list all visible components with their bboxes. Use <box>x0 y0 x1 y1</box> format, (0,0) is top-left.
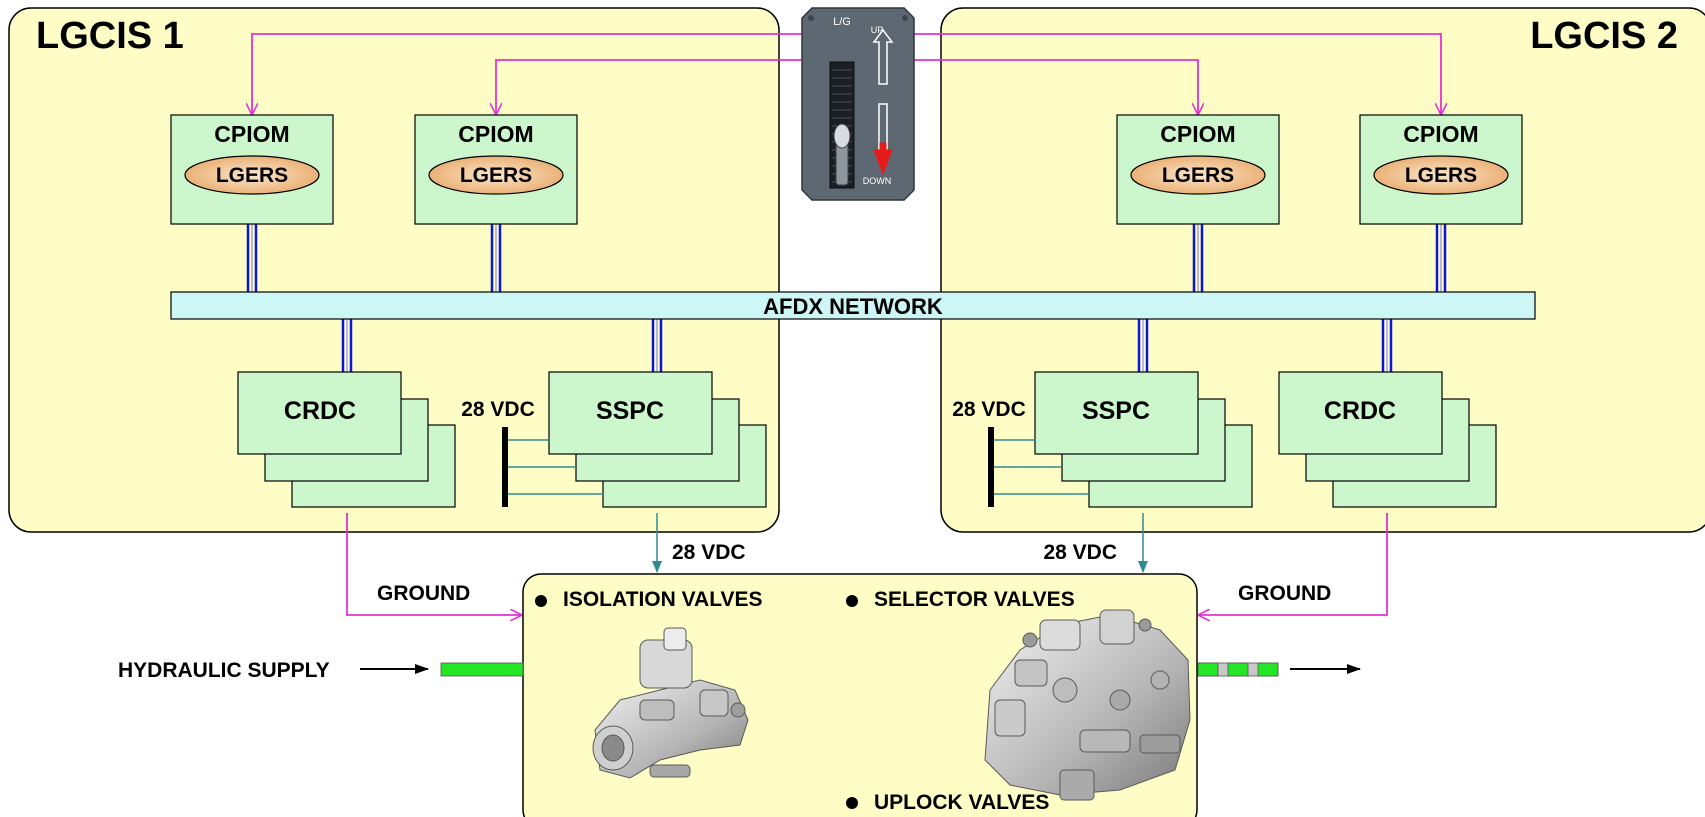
vdc-feed-lines <box>994 439 1089 495</box>
crdc-stack: CRDC <box>237 371 456 508</box>
lgers-label: LGERS <box>216 164 288 187</box>
afdx-network-bar <box>170 291 1536 320</box>
afdx-network-label: AFDX NETWORK <box>763 294 943 319</box>
lgers-ellipse <box>1373 155 1509 195</box>
cpiom-module: CPIOM LGERS <box>170 114 334 225</box>
afdx-bus-link-centers <box>251 224 1442 372</box>
lgers-ellipse <box>1130 155 1266 195</box>
sspc-label: SSPC <box>596 397 664 425</box>
vdc-power-lines <box>652 513 1148 573</box>
bullet-icon <box>846 797 858 809</box>
cpiom-module: CPIOM LGERS <box>1359 114 1523 225</box>
isolation-valves-label: ISOLATION VALVES <box>563 588 763 611</box>
sspc-stack: SSPC <box>1034 371 1253 508</box>
hydraulic-supply-label: HYDRAULIC SUPPLY <box>118 659 330 682</box>
lgers-label: LGERS <box>460 164 532 187</box>
sspc-label: SSPC <box>1082 397 1150 425</box>
vdc-label-lgcis2: 28 VDC <box>952 398 1026 421</box>
screw-icon <box>902 15 908 21</box>
lgcis-1-title: LGCIS 1 <box>36 15 184 57</box>
cpiom-label: CPIOM <box>214 121 289 147</box>
lever-up-label: UP <box>871 25 884 35</box>
selector-valves-label: SELECTOR VALVES <box>874 588 1075 611</box>
cpiom-module: CPIOM LGERS <box>1116 114 1280 225</box>
afdx-bus-links <box>246 224 1447 372</box>
bullet-icon <box>846 595 858 607</box>
hydraulic-return-pipe <box>1197 662 1279 677</box>
bullet-icon <box>535 595 547 607</box>
landing-gear-lever-panel: L/G UP DOWN <box>801 7 915 201</box>
ground-label-right: GROUND <box>1238 582 1331 605</box>
screw-icon <box>808 15 814 21</box>
crdc-label: CRDC <box>1324 397 1396 425</box>
vdc-feed-lines <box>508 439 603 495</box>
cpiom-label: CPIOM <box>458 121 533 147</box>
vdc-label-lgcis1: 28 VDC <box>461 398 535 421</box>
vdc-valve-label: 28 VDC <box>1043 541 1117 564</box>
lever-title: L/G <box>833 16 851 28</box>
lever-signal-lines <box>252 33 1441 114</box>
vdc-bus-bar <box>988 427 994 507</box>
lever-knob <box>833 123 851 149</box>
crdc-stack: CRDC <box>1278 371 1497 508</box>
hydraulic-supply-pipe <box>440 662 524 677</box>
lgcis-2-title: LGCIS 2 <box>1530 15 1678 57</box>
vdc-valve-label: 28 VDC <box>672 541 746 564</box>
cpiom-label: CPIOM <box>1403 121 1478 147</box>
down-indicator-fill <box>880 143 886 153</box>
selector-valve-image <box>984 609 1191 801</box>
cpiom-label: CPIOM <box>1160 121 1235 147</box>
lgers-label: LGERS <box>1405 164 1477 187</box>
lgers-label: LGERS <box>1162 164 1234 187</box>
ground-lines <box>346 513 1388 615</box>
isolation-valve-image <box>592 627 749 779</box>
lgers-ellipse <box>428 155 564 195</box>
uplock-valves-label: UPLOCK VALVES <box>874 791 1049 814</box>
lever-down-label: DOWN <box>863 176 892 186</box>
lgers-ellipse <box>184 155 320 195</box>
ground-label-left: GROUND <box>377 582 470 605</box>
up-arrow-icon <box>872 28 894 85</box>
sspc-stack: SSPC <box>548 371 767 508</box>
cpiom-module: CPIOM LGERS <box>414 114 578 225</box>
vdc-bus-bar <box>502 427 508 507</box>
crdc-label: CRDC <box>284 397 356 425</box>
